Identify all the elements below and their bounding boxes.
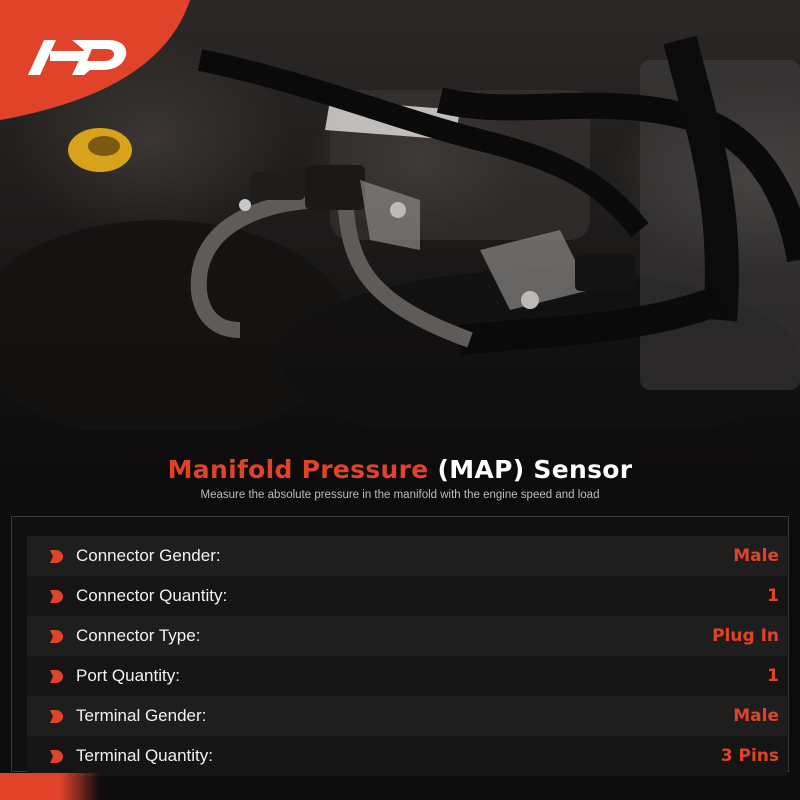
spec-row-terminal-gender: Terminal Gender: Male [27,696,787,736]
bullet-icon [50,749,63,763]
page-subtitle: Measure the absolute pressure in the man… [200,489,600,501]
bullet-icon [50,709,63,723]
spec-row-terminal-quantity: Terminal Quantity: 3 Pins [27,736,787,776]
spec-value: 1 [767,666,779,686]
spec-value: Male [733,706,779,726]
bullet-icon [50,589,63,603]
page-title: Manifold Pressure (MAP) Sensor [0,455,800,484]
spec-label: Terminal Quantity: [76,746,213,765]
spec-value: 1 [767,586,779,606]
title-rest: (MAP) Sensor [428,455,633,484]
spec-label: Connector Type: [76,626,201,645]
spec-label: Connector Gender: [76,546,221,565]
bottom-accent-stripe [0,773,100,800]
brand-logo [0,0,190,120]
spec-label: Terminal Gender: [76,706,207,725]
spec-label: Port Quantity: [76,666,180,685]
spec-row-connector-type: Connector Type: Plug In [27,616,787,656]
spec-value: Male [733,546,779,566]
spec-value: Plug In [712,626,779,646]
spec-row-connector-gender: Connector Gender: Male [27,536,787,576]
bullet-icon [50,629,63,643]
specs-table: Connector Gender: Male Connector Quantit… [11,516,789,776]
bullet-icon [50,669,63,683]
spec-row-port-quantity: Port Quantity: 1 [27,656,787,696]
spec-label: Connector Quantity: [76,586,228,605]
spec-row-connector-quantity: Connector Quantity: 1 [27,576,787,616]
product-photo [0,0,800,440]
a-premium-logo [28,40,127,75]
bullet-icon [50,549,63,563]
engine-bay-illustration [68,60,800,390]
title-accent: Manifold Pressure [167,455,429,484]
spec-value: 3 Pins [720,746,779,766]
